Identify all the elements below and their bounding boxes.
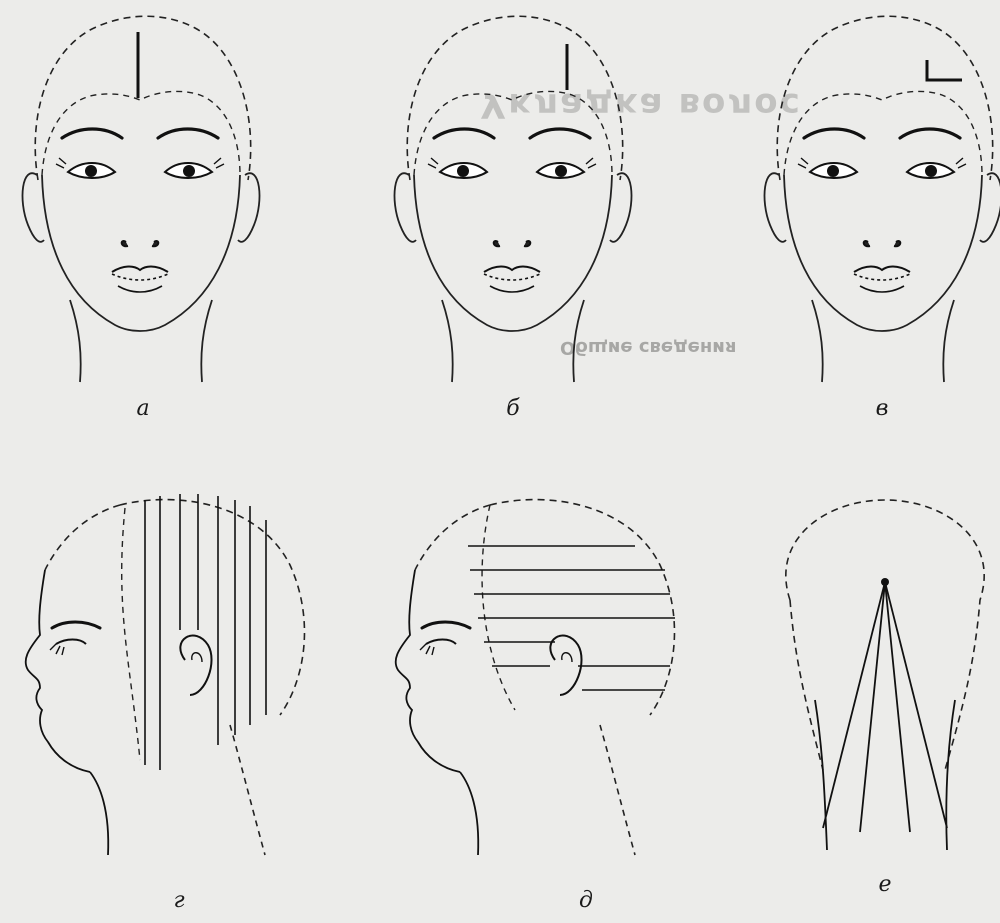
caption-a: а bbox=[123, 396, 163, 421]
caption-b: б bbox=[493, 396, 533, 421]
caption-e: е bbox=[865, 872, 905, 897]
face-b bbox=[394, 16, 631, 382]
back-head-e bbox=[786, 500, 984, 850]
caption-d: д bbox=[566, 888, 606, 913]
face-v bbox=[764, 16, 1000, 382]
caption-g: г bbox=[159, 888, 199, 913]
caption-v: в bbox=[862, 396, 902, 421]
part-line-angled bbox=[927, 60, 962, 80]
profile-d bbox=[396, 500, 675, 855]
profile-g bbox=[26, 494, 305, 855]
face-a bbox=[22, 16, 259, 382]
